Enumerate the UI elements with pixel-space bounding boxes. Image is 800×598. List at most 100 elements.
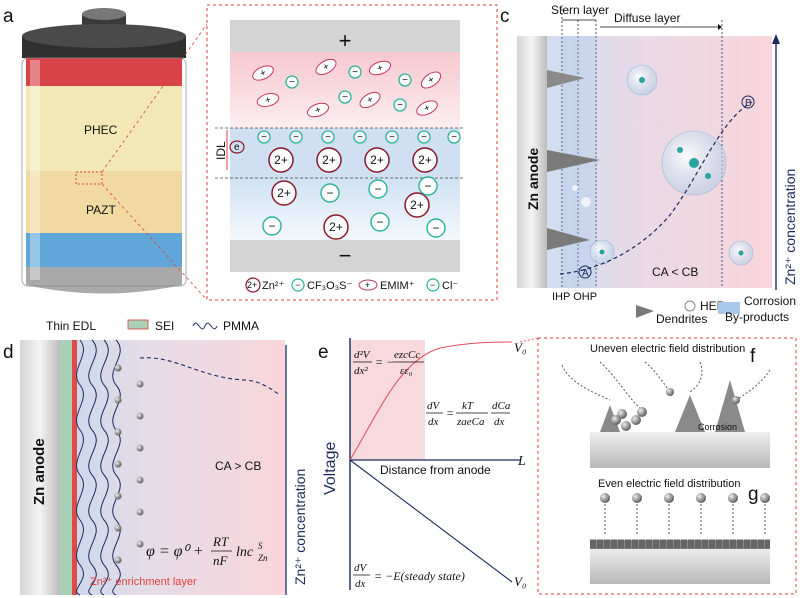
dendrite-legend-icon (636, 305, 654, 318)
svg-text:−: − (261, 132, 267, 143)
svg-text:2+: 2+ (247, 280, 257, 290)
battery-layer-blue (26, 233, 182, 267)
zn-ion: 2+ (316, 147, 342, 173)
anion-ion: − (368, 179, 388, 199)
svg-text:lnc: lnc (236, 545, 254, 560)
concentration-curve-d (139, 357, 281, 396)
poisson-equation: d²V dx² = − ezcCc εε₀ (353, 349, 424, 377)
dendrite (547, 228, 590, 250)
distance-axis-label: Distance from anode (380, 463, 491, 477)
panel-c-label: c (500, 6, 510, 27)
sei-label: SEI (155, 319, 174, 333)
svg-text:−: − (352, 67, 358, 78)
anion-ion: − (285, 75, 299, 89)
svg-text:dV: dV (427, 400, 441, 412)
pazt-label: PAZT (86, 203, 116, 217)
emim-ion: + (315, 58, 337, 76)
anion-ion: − (418, 176, 438, 196)
svg-text:Zn: Zn (258, 553, 268, 563)
anion-ion: − (370, 212, 390, 232)
zn-anode-c-label: Zn anode (525, 148, 541, 210)
zn-ion: 2+ (404, 192, 430, 218)
diffuse-region-e (350, 340, 425, 460)
svg-text:−: − (293, 132, 299, 143)
dendrite (547, 70, 585, 88)
emim-ion: + (256, 93, 280, 107)
corrosion-label: Corrosion (744, 294, 796, 308)
pmma-legend-icon (192, 322, 218, 330)
byproducts-label: By-products (725, 310, 789, 324)
concentration-axis-d: Zn²⁺ concentration (292, 469, 308, 585)
point-a-label: A (582, 268, 589, 279)
zn-anode-d-label: Zn anode (31, 438, 48, 505)
legend-cf-icon (291, 278, 305, 292)
battery-base (26, 267, 182, 294)
dendrites-label: Dendrites (656, 312, 707, 326)
ihp-ohp-label: IHP OHP (552, 291, 597, 303)
svg-text:+: + (365, 280, 370, 290)
svg-text:−: − (376, 215, 383, 229)
emim-ion: + (359, 91, 381, 109)
negative-electrode (230, 240, 460, 272)
svg-text:dV: dV (354, 562, 368, 574)
svg-text:2+: 2+ (329, 220, 343, 234)
svg-text:+: + (422, 102, 432, 115)
pmma-chain (76, 339, 84, 596)
svg-text:2+: 2+ (410, 198, 424, 212)
svg-text:−: − (268, 219, 275, 233)
corrosion-f-label: Corrosion (698, 422, 737, 432)
legend-cl-icon (426, 278, 440, 292)
emim-ion: + (368, 60, 392, 76)
e-label: e (234, 142, 240, 153)
emim-ion: + (420, 71, 442, 89)
lower-ions: 2+ 2+ 2+ − − − − − − (262, 176, 446, 240)
dendrite (600, 405, 620, 432)
panel-d: d Thin EDL SEI PMMA Zn anode CA > CB φ =… (3, 319, 308, 596)
legend-zn-label: Zn²⁺ (262, 280, 285, 292)
svg-text:dCa: dCa (492, 400, 511, 412)
svg-text:−: − (402, 75, 408, 86)
voltage-axis-label: Voltage (322, 442, 339, 495)
svg-text:S: S (258, 541, 263, 551)
svg-text:2+: 2+ (322, 153, 336, 167)
svg-text:2+: 2+ (418, 153, 432, 167)
v0-bottom-label: V₀ (514, 574, 526, 589)
zoom-box (75, 171, 103, 185)
svg-text:−: − (432, 221, 439, 235)
zn-ion-column (114, 364, 144, 564)
idl-zn-row: 2+ 2+ 2+ 2+ (268, 147, 438, 173)
panel-e: e Voltage Distance from anode L V₀ V₀ d²… (318, 338, 526, 590)
zn-ion: 2+ (268, 147, 294, 173)
svg-text:−: − (397, 100, 403, 111)
panel-c: c Zn anode Stern layer Diffuse layer (500, 3, 798, 326)
l-label: L (517, 454, 526, 469)
svg-text:= −: = − (375, 355, 394, 369)
legend-cl-label: Cl⁻ (442, 280, 458, 292)
svg-text:=: = (446, 406, 454, 420)
svg-text:RT: RT (212, 534, 229, 549)
pmma-chain (88, 339, 97, 596)
field-equation: dV dx = kT zaeCa dCa dx (426, 400, 511, 428)
panel-b-legend: 2+ Zn²⁺ − CF₃O₃S⁻ + EMIM⁺ − Cl⁻ (245, 277, 458, 293)
phec-label: PHEC (84, 123, 118, 137)
anion-ion: − (385, 130, 399, 144)
svg-text:ezcCc: ezcCc (394, 349, 420, 361)
potential-equation: φ = φ⁰ + RT nF lnc S Zn (146, 534, 268, 568)
svg-text:+: + (314, 104, 323, 116)
concentration-axis-c: Zn²⁺ concentration (782, 169, 798, 285)
anion-ion: − (393, 98, 407, 112)
her-bubble (572, 185, 578, 191)
exponential-voltage-curve (349, 341, 513, 461)
svg-text:+: + (264, 94, 273, 106)
svg-text:+: + (365, 94, 376, 107)
svg-text:zaeCa: zaeCa (456, 416, 485, 428)
svg-text:φ = φ⁰ +: φ = φ⁰ + (146, 543, 204, 560)
svg-text:2+: 2+ (370, 153, 384, 167)
panel-g-label: g (748, 484, 759, 505)
anion-ion: − (426, 218, 446, 238)
negative-sign: − (339, 243, 352, 268)
zn-anode-d (20, 340, 60, 595)
dendrite (675, 395, 705, 432)
panel-f-label: f (750, 346, 756, 367)
battery-layer-phec (26, 86, 182, 171)
